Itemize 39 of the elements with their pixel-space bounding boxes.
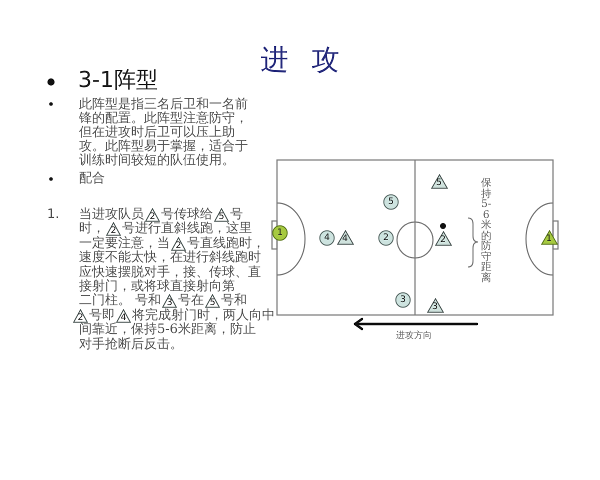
player-triangle: 3 xyxy=(426,298,444,312)
player-triangle: 2 xyxy=(434,230,452,246)
paragraph-text: 号在 xyxy=(178,293,204,308)
paragraph-text: 速度不能太快，在进行斜线跑时应快速摆脱对手，接、传球、直接射门，或将球直接射向第 xyxy=(79,251,262,294)
player-triangle: 1 xyxy=(540,230,558,244)
paragraph-text: 当进攻队员 xyxy=(79,207,144,222)
player-circle: 1 xyxy=(272,225,288,241)
paragraph-text: 号和 xyxy=(221,293,248,308)
player-circle: 5 xyxy=(383,194,399,210)
paragraph-text: 号即 xyxy=(89,308,115,323)
player-triangle: 4 xyxy=(116,308,131,323)
paragraph-text: 间靠近，保持5-6米距离，防止对手抢断后反击。 xyxy=(79,323,257,352)
bullet-item: 配合 xyxy=(79,172,105,186)
paragraph-text: 二门柱。 号和 xyxy=(79,293,162,308)
player-triangle: 5 xyxy=(214,208,229,222)
arrow-caption: 进攻方向 xyxy=(396,331,432,342)
paragraph-text: 号传球给 xyxy=(161,207,213,222)
player-triangle: 5 xyxy=(430,174,448,188)
paragraph-text: 一定要注意，当 xyxy=(79,236,170,251)
paragraph-text: 号进行直斜线跑，这里 xyxy=(122,221,252,236)
player-triangle: 2 xyxy=(171,236,186,251)
player-circle: 3 xyxy=(395,292,411,308)
player-triangle: 4 xyxy=(336,230,354,244)
player-circle: 2 xyxy=(378,230,394,246)
player-triangle: 5 xyxy=(205,294,220,308)
vertical-note: 保持5-6米的防守距离 xyxy=(481,178,492,283)
paragraph-text: 号 xyxy=(230,207,243,222)
player-circle: 4 xyxy=(319,230,335,246)
list-number: 1. xyxy=(47,208,60,222)
player-triangle: 2 xyxy=(73,308,88,323)
paragraph-text: 将完成射门时，两人向中 xyxy=(132,308,275,323)
section-heading: 3-1阵型 xyxy=(78,68,158,94)
paragraph-text: 号直线跑时， xyxy=(187,236,265,251)
player-triangle: 2 xyxy=(106,222,121,236)
player-triangle: 3 xyxy=(162,294,178,308)
bullet-paragraph: 此阵型是指三名后卫和一名前锋的配置。此阵型注意防守，但在进攻时后卫可以压上助攻。此阵型易于掌握，适合于训练时间较短的队伍使用。 xyxy=(79,98,249,168)
player-triangle: 2 xyxy=(145,208,160,222)
paragraph-text: 时， xyxy=(79,221,105,236)
slide-title: 进 攻 xyxy=(260,44,340,76)
